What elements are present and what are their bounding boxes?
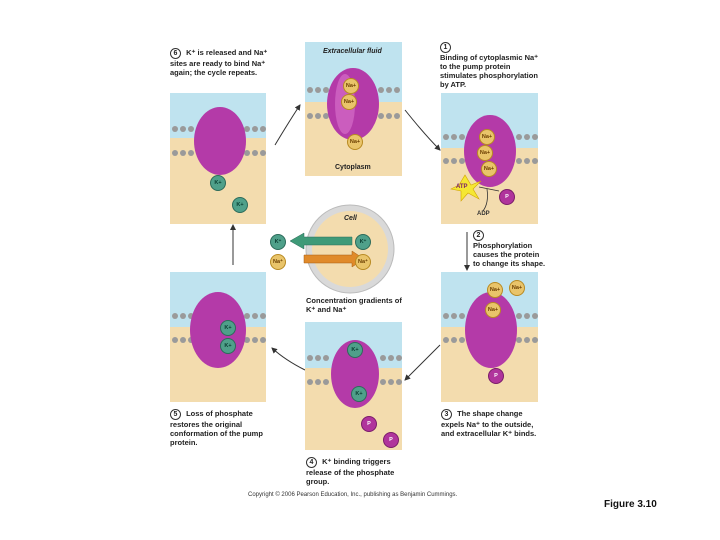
- copyright-notice: Copyright © 2006 Pearson Education, Inc.…: [248, 492, 458, 498]
- k-ion: K+: [351, 386, 367, 402]
- na-ion: Na+: [487, 282, 503, 298]
- phosphate: P: [488, 368, 504, 384]
- arrow-top-to-right: [404, 109, 441, 151]
- panel-left-bottom: K+ K+: [170, 272, 266, 402]
- k-ion: K+: [347, 342, 363, 358]
- k-ion: K⁺: [270, 234, 286, 250]
- step-4-text: K⁺ binding triggers release of the phosp…: [306, 457, 395, 486]
- step-5-number: 5: [170, 409, 181, 420]
- arrow-bottom-to-left: [271, 347, 306, 371]
- k-ion: K+: [220, 338, 236, 354]
- na-ion: Na+: [477, 145, 493, 161]
- na-ion: Na⁺: [355, 254, 371, 270]
- na-ion: Na⁺: [270, 254, 286, 270]
- k-ion: K+: [232, 197, 248, 213]
- figure-tag: Figure 3.10: [604, 499, 657, 510]
- extracellular-fluid-label: Extracellular fluid: [323, 48, 382, 55]
- step-2-text: Phosphorylation causes the protein to ch…: [473, 241, 546, 268]
- step-1-number: 1: [440, 42, 451, 53]
- panel-right-top: Na+ Na+ Na+ ATP P ADP: [441, 93, 538, 224]
- atp-label: ATP: [456, 184, 468, 190]
- adp-label: ADP: [477, 211, 490, 217]
- step-2-caption: 2 Phosphorylation causes the protein to …: [473, 230, 548, 268]
- phosphate: P: [383, 432, 399, 448]
- na-ion: Na+: [479, 129, 495, 145]
- k-ion: K⁺: [355, 234, 371, 250]
- panel-left-top-graphic: [170, 93, 266, 224]
- step-5-caption: 5 Loss of phosphate restores the origina…: [170, 409, 270, 447]
- phosphate: P: [361, 416, 377, 432]
- step-2-number: 2: [473, 230, 484, 241]
- panel-top-graphic: [305, 42, 402, 176]
- na-ion: Na+: [485, 302, 501, 318]
- phosphate: P: [499, 189, 515, 205]
- concentration-gradient-diagram: Cell K⁺ K⁺ Na⁺ Na⁺: [268, 203, 423, 295]
- step-3-number: 3: [441, 409, 452, 420]
- panel-right-bottom: Na+ Na+ Na+ P: [441, 272, 538, 402]
- step-4-number: 4: [306, 457, 317, 468]
- na-ion: Na+: [481, 161, 497, 177]
- k-ion: K+: [210, 175, 226, 191]
- step-6-text: K⁺ is released and Na⁺ sites are ready t…: [170, 48, 268, 77]
- step-5-text: Loss of phosphate restores the original …: [170, 409, 263, 447]
- step-1-caption: 1 Binding of cytoplasmic Na⁺ to the pump…: [440, 42, 540, 89]
- panel-left-bottom-graphic: [170, 272, 266, 402]
- k-gradient-arrow: [289, 232, 353, 250]
- step-1-text: Binding of cytoplasmic Na⁺ to the pump p…: [440, 53, 539, 89]
- gradient-caption: Concentration gradients of K⁺ and Na⁺: [306, 296, 402, 314]
- cell-label: Cell: [344, 215, 357, 222]
- arrow-right-to-bottom: [404, 344, 441, 381]
- cytoplasm-label: Cytoplasm: [335, 164, 371, 171]
- na-ion: Na+: [343, 78, 359, 94]
- cell-graphic: [289, 204, 395, 294]
- atp-burst: [450, 174, 482, 202]
- step-6-caption: 6 K⁺ is released and Na⁺ sites are ready…: [170, 48, 270, 77]
- na-ion: Na+: [347, 134, 363, 150]
- panel-left-top: K+ K+: [170, 93, 266, 224]
- k-ion: K+: [220, 320, 236, 336]
- step-3-caption: 3 The shape change expels Na⁺ to the out…: [441, 409, 541, 438]
- na-ion: Na+: [509, 280, 525, 296]
- na-ion: Na+: [341, 94, 357, 110]
- panel-top: Extracellular fluid Cytoplasm Na+ Na+ Na…: [305, 42, 402, 176]
- step-4-caption: 4 K⁺ binding triggers release of the pho…: [306, 457, 406, 486]
- step-6-number: 6: [170, 48, 181, 59]
- step-3-text: The shape change expels Na⁺ to the outsi…: [441, 409, 537, 438]
- panel-bottom: K+ K+ P P: [305, 322, 402, 450]
- arrow-left-to-top: [274, 104, 301, 146]
- panel-right-top-graphic: [441, 93, 538, 224]
